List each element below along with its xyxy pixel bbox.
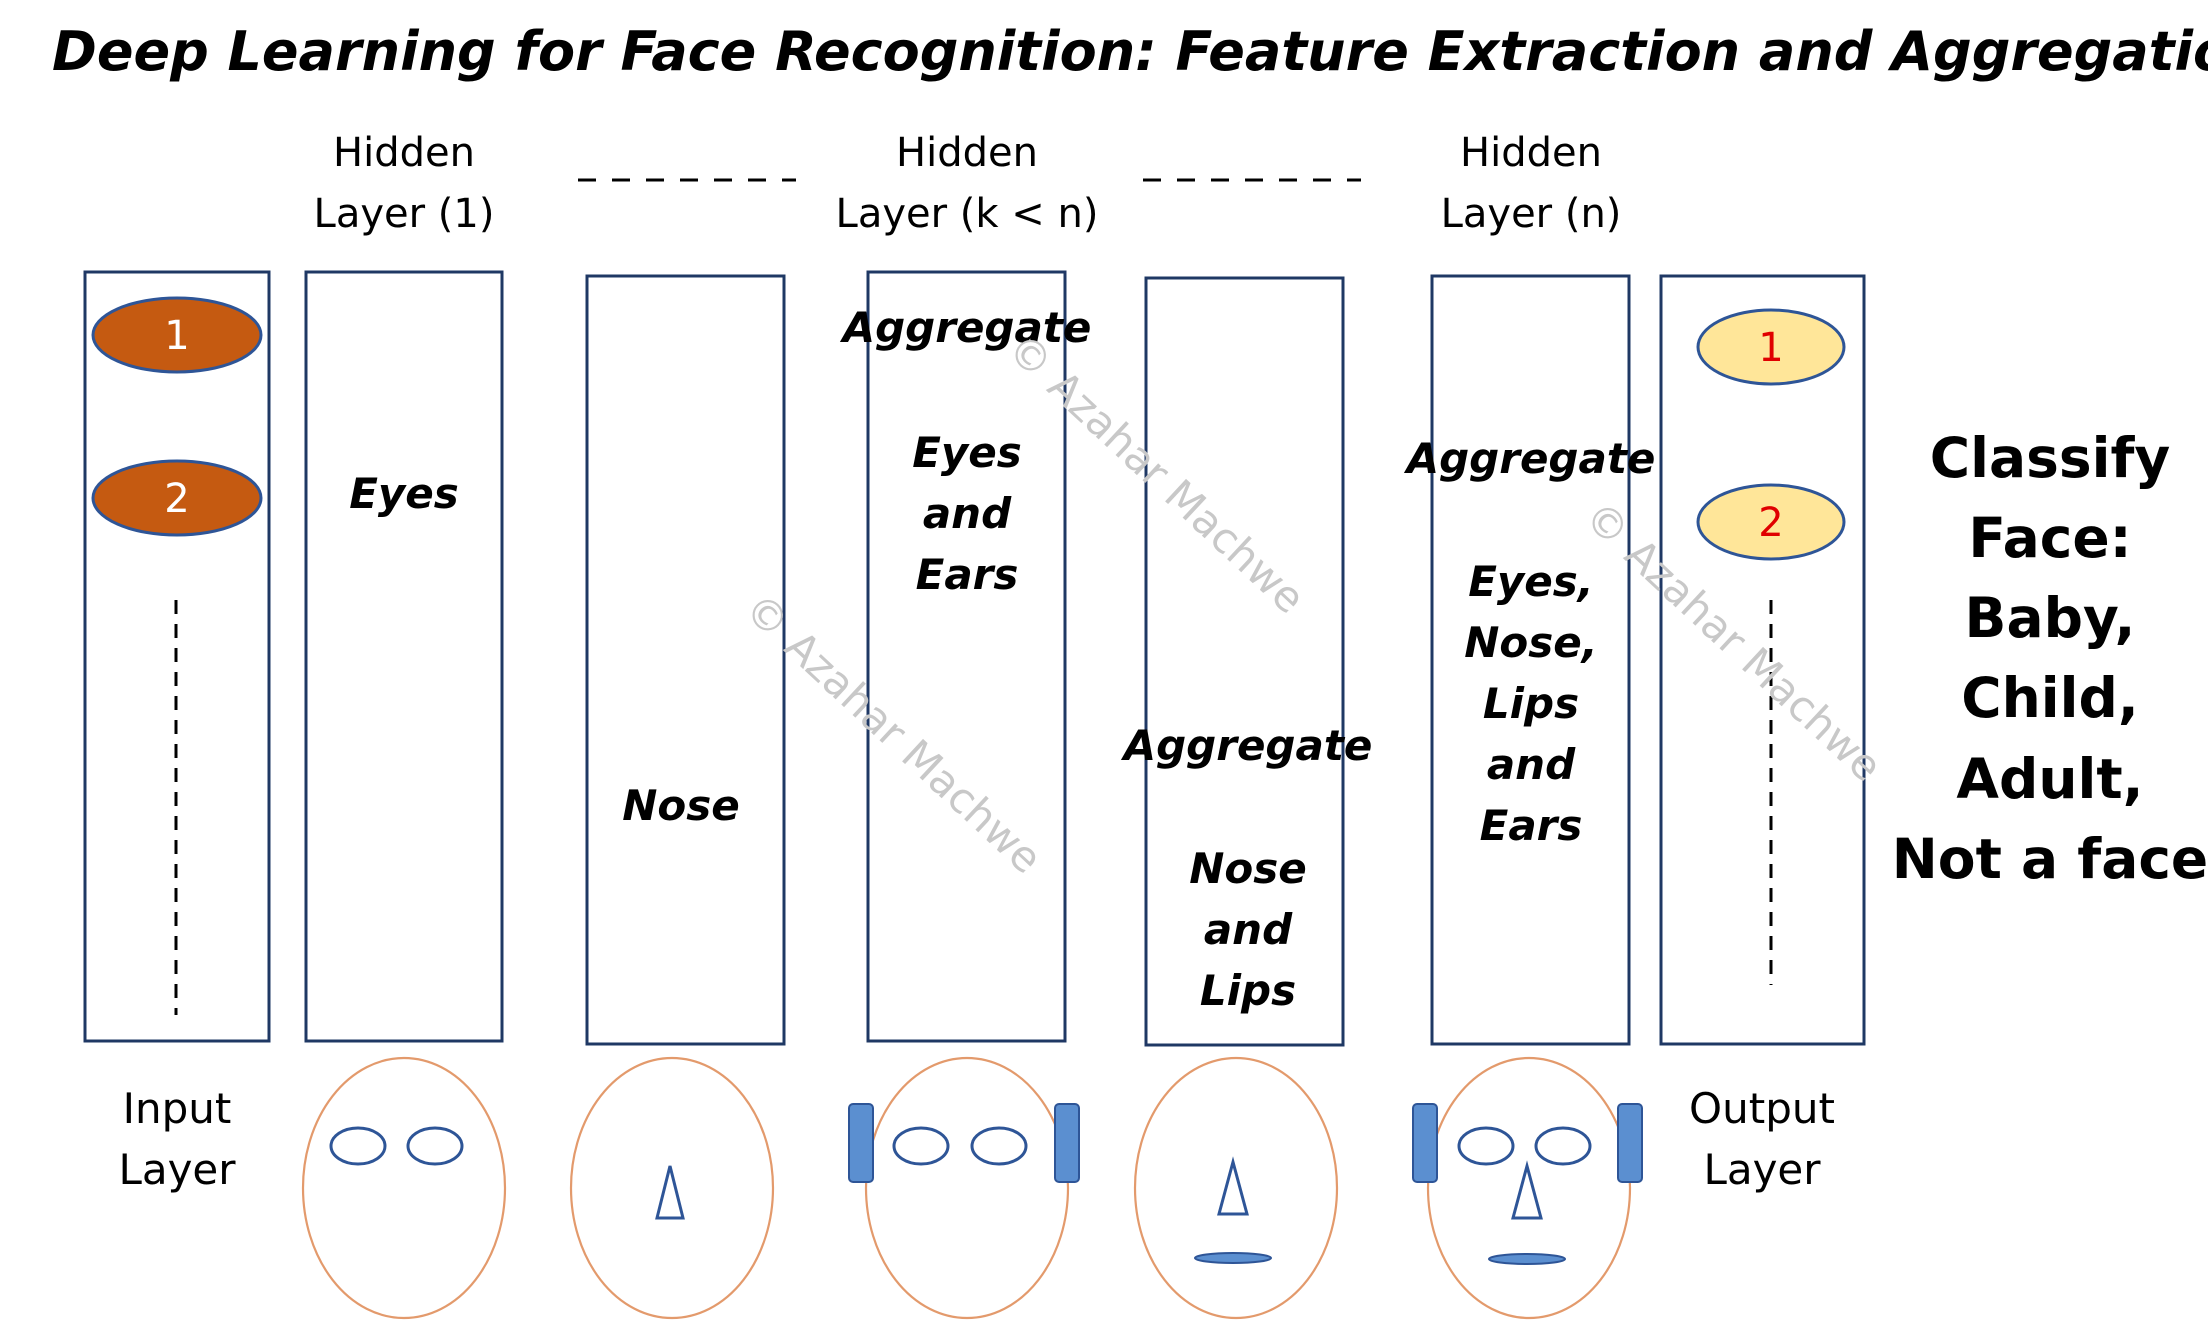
output-node-1: 1 xyxy=(1696,308,1846,386)
aggregate-line: Nose, xyxy=(1464,618,1597,667)
classify-line: Face: xyxy=(1968,506,2131,570)
classify-line: Not a face xyxy=(1892,827,2208,891)
header-line: Layer (n) xyxy=(1441,191,1622,237)
face-eyes-ears-icon xyxy=(848,1056,1080,1320)
hidden-layer-k-box xyxy=(866,270,1067,1043)
output-layer-box xyxy=(1659,274,1866,1046)
input-layer-label: Input Layer xyxy=(118,1084,236,1194)
input-node-2-label: 2 xyxy=(164,476,189,522)
aggregate-title: Aggregate xyxy=(1404,434,1656,483)
io-line: Layer xyxy=(118,1145,236,1194)
feature-label-nose: Nose xyxy=(622,781,740,830)
aggregate-line: and xyxy=(923,489,1012,538)
aggregate-line: and xyxy=(1487,740,1576,789)
hidden-layer-nose-lips-box xyxy=(1144,276,1345,1047)
classify-line: Adult, xyxy=(1956,747,2143,811)
feature-label-eyes: Eyes xyxy=(349,469,459,518)
face-full-features-icon xyxy=(1412,1056,1643,1320)
header-line: Hidden xyxy=(1460,130,1602,176)
io-line: Layer xyxy=(1703,1145,1821,1194)
output-layer-label: Output Layer xyxy=(1689,1084,1835,1194)
io-line: Input xyxy=(123,1084,232,1133)
aggregate-eyes-ears: Aggregate Eyes and Ears xyxy=(840,303,1092,599)
io-line: Output xyxy=(1689,1084,1835,1133)
header-line: Hidden xyxy=(896,130,1038,176)
header-line: Layer (k < n) xyxy=(836,191,1099,237)
input-node-2: 2 xyxy=(91,459,263,537)
hidden-layer-nose-box xyxy=(585,274,786,1046)
header-hidden-layer-k: Hidden Layer (k < n) xyxy=(836,130,1099,237)
aggregate-all-features: Aggregate Eyes, Nose, Lips and Ears xyxy=(1404,434,1656,850)
header-line: Layer (1) xyxy=(314,191,495,237)
header-hidden-layer-1: Hidden Layer (1) xyxy=(314,130,495,237)
aggregate-line: Ears xyxy=(916,550,1019,599)
input-node-1: 1 xyxy=(91,296,263,374)
aggregate-line: Eyes, xyxy=(1468,557,1594,606)
classify-line: Classify xyxy=(1930,426,2170,490)
aggregate-title: Aggregate xyxy=(840,303,1092,352)
face-nose-lips-icon xyxy=(1133,1056,1339,1320)
aggregate-line: Nose xyxy=(1189,844,1307,893)
classify-line: Baby, xyxy=(1965,586,2136,650)
classify-line: Child, xyxy=(1961,666,2139,730)
aggregate-line: Lips xyxy=(1483,679,1579,728)
output-node-1-label: 1 xyxy=(1758,325,1783,371)
aggregate-line: Lips xyxy=(1200,966,1296,1015)
aggregate-nose-lips: Aggregate Nose and Lips xyxy=(1121,721,1373,1015)
hidden-layer-n-box xyxy=(1430,274,1631,1046)
aggregate-title: Aggregate xyxy=(1121,721,1373,770)
input-node-1-label: 1 xyxy=(164,313,189,359)
hidden-layer-1-box xyxy=(304,270,504,1043)
aggregate-line: and xyxy=(1204,905,1293,954)
output-node-2: 2 xyxy=(1696,483,1846,561)
output-node-2-label: 2 xyxy=(1758,500,1783,546)
aggregate-line: Eyes xyxy=(912,428,1022,477)
diagram-title: Deep Learning for Face Recognition: Feat… xyxy=(52,20,2208,83)
face-eyes-icon xyxy=(301,1056,507,1320)
classify-label: Classify Face: Baby, Child, Adult, Not a… xyxy=(1892,426,2208,891)
header-line: Hidden xyxy=(333,130,475,176)
face-nose-icon xyxy=(569,1056,775,1320)
aggregate-line: Ears xyxy=(1480,801,1583,850)
header-hidden-layer-n: Hidden Layer (n) xyxy=(1441,130,1622,237)
